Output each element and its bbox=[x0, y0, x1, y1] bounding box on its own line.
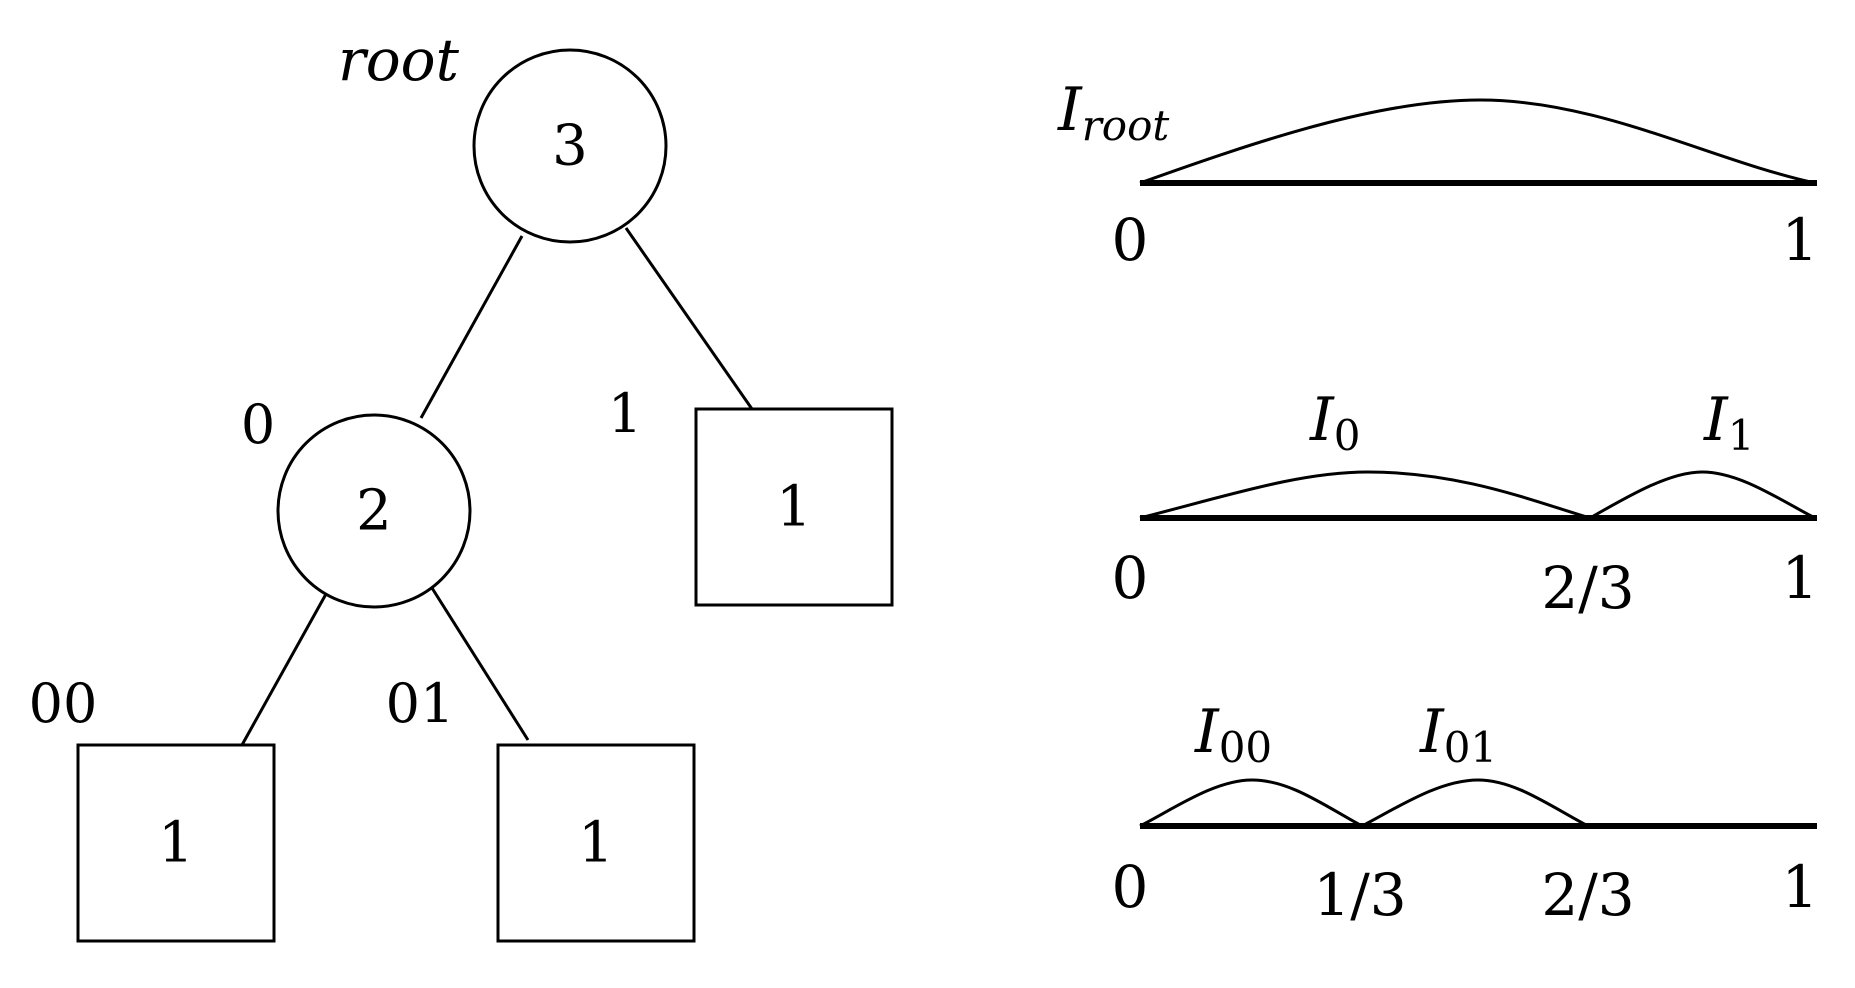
interval-label-01-base: I bbox=[1419, 697, 1445, 767]
leaf-00 bbox=[76, 743, 276, 943]
edge-root-to-1 bbox=[624, 227, 754, 410]
interval-label-00-sub: 00 bbox=[1219, 723, 1272, 772]
tick-row-level2-1: 1 bbox=[1782, 853, 1819, 921]
edge-root-to-0 bbox=[419, 235, 524, 419]
bump-01 bbox=[1361, 778, 1589, 828]
node-0-value: 2 bbox=[356, 479, 392, 544]
edge-label-1: 1 bbox=[608, 382, 642, 445]
interval-label-1-sub: 1 bbox=[1728, 411, 1755, 460]
interval-row-level1: I0 I1 0 2/3 1 bbox=[1112, 385, 1819, 622]
interval-label-0-base: I bbox=[1309, 385, 1335, 455]
interval-label-0-sub: 0 bbox=[1334, 411, 1361, 460]
interval-label-00-base: I bbox=[1194, 697, 1220, 767]
interval-label-01-sub: 01 bbox=[1444, 723, 1497, 772]
leaf-1 bbox=[694, 407, 894, 607]
root-node-value: 3 bbox=[552, 114, 588, 179]
leaf-01 bbox=[496, 743, 696, 943]
bump-00 bbox=[1139, 778, 1363, 828]
tick-row-root-0: 0 bbox=[1112, 206, 1149, 274]
leaf-01-value: 1 bbox=[578, 811, 614, 876]
interval-label-0: I0 bbox=[1309, 385, 1360, 460]
bump-0 bbox=[1139, 470, 1591, 520]
edge-label-00: 00 bbox=[29, 672, 98, 735]
edge-label-0: 0 bbox=[241, 393, 275, 456]
bump-1 bbox=[1589, 470, 1816, 520]
interval-row-level2: I00 I01 0 1/3 2/3 1 bbox=[1112, 697, 1819, 929]
tick-row-level1-0: 0 bbox=[1112, 544, 1149, 612]
interval-label-root-sub: root bbox=[1082, 101, 1170, 150]
node-0 bbox=[276, 413, 472, 609]
interval-label-root: Iroot bbox=[1057, 75, 1169, 150]
edge-label-01: 01 bbox=[386, 672, 455, 735]
interval-label-01: I01 bbox=[1419, 697, 1497, 772]
tick-row-level2-1-3: 1/3 bbox=[1313, 861, 1406, 929]
interval-label-root-base: I bbox=[1057, 75, 1083, 145]
binary-tree: root 3 0 2 1 1 00 1 01 1 bbox=[29, 26, 894, 943]
interval-label-00: I00 bbox=[1194, 697, 1272, 772]
tick-row-level1-1: 1 bbox=[1782, 544, 1819, 612]
root-label: root bbox=[338, 26, 460, 94]
edge-0-to-00 bbox=[240, 593, 328, 746]
tick-row-level2-0: 0 bbox=[1112, 853, 1149, 921]
interval-row-root: Iroot 0 1 bbox=[1057, 75, 1818, 274]
tick-row-level2-2-3: 2/3 bbox=[1541, 861, 1634, 929]
root-node bbox=[472, 48, 668, 244]
leaf-00-value: 1 bbox=[158, 811, 194, 876]
bump-root bbox=[1139, 98, 1816, 185]
edge-0-to-01 bbox=[430, 587, 530, 741]
interval-label-1: I1 bbox=[1703, 385, 1754, 460]
tick-row-root-1: 1 bbox=[1782, 206, 1819, 274]
tick-row-level1-2-3: 2/3 bbox=[1541, 554, 1634, 622]
leaf-1-value: 1 bbox=[776, 475, 812, 540]
interval-label-1-base: I bbox=[1703, 385, 1729, 455]
